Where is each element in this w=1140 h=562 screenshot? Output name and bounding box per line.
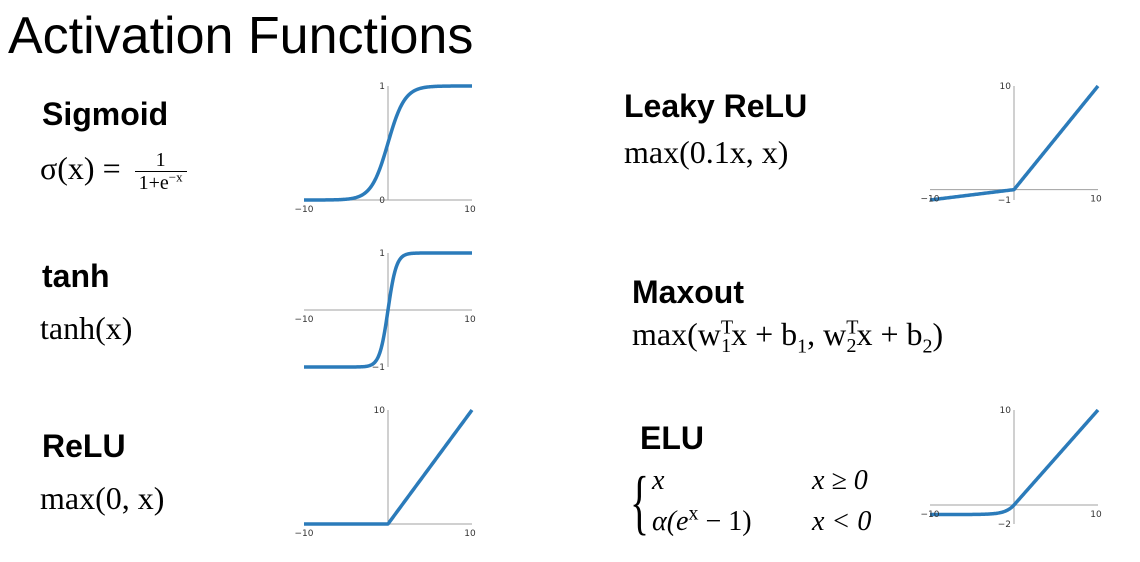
leaky-relu-ytick-min: −1: [998, 196, 1011, 206]
sigmoid-formula: σ(x) = 1 1+e−x: [40, 148, 187, 194]
sigmoid-name: Sigmoid: [42, 96, 169, 132]
relu-plot: −10 10 10: [292, 402, 482, 542]
elu-plot: −10 10 10 −2: [918, 402, 1108, 542]
elu-svg: −10 10 10 −2: [921, 406, 1102, 530]
elu-case1-cond: x ≥ 0: [812, 465, 868, 496]
elu-piecewise: { x x ≥ 0 α(ex − 1) x < 0: [630, 462, 871, 542]
sigmoid-xtick-min: −10: [295, 205, 314, 215]
relu-xtick-min: −10: [295, 529, 314, 539]
leaky-relu-formula: max(0.1x, x): [624, 134, 789, 170]
elu-case2-base: α(e: [652, 506, 689, 537]
sigmoid-ytick-max: 1: [379, 82, 385, 92]
sigmoid-frac-numerator: 1: [134, 149, 187, 173]
maxout-part-xb1: x + b: [731, 316, 798, 352]
sigmoid-formula-lhs: σ(x) =: [40, 150, 121, 186]
relu-name: ReLU: [42, 428, 126, 464]
maxout-sup-t1: T: [720, 316, 734, 339]
elu-ytick-max: 10: [1000, 406, 1012, 416]
elu-case2-cond: x < 0: [812, 506, 872, 537]
maxout-sub-1: 1: [721, 335, 732, 358]
elu-name: ELU: [640, 420, 704, 456]
tanh-curve: [303, 251, 473, 369]
elu-curve: [929, 408, 1100, 517]
maxout-sub-2: 2: [846, 335, 857, 358]
sigmoid-curve: [303, 84, 473, 202]
elu-case2-expr: α(ex − 1): [652, 503, 812, 542]
sigmoid-frac-den-exp: −x: [168, 169, 183, 185]
maxout-part-close: ): [932, 316, 944, 352]
maxout-sub-b1: 1: [797, 335, 808, 358]
tanh-ytick-max: 1: [379, 249, 385, 259]
sigmoid-ytick-min: 0: [379, 196, 385, 206]
maxout-part-w2: , w: [807, 316, 847, 352]
elu-brace: {: [630, 462, 650, 542]
sigmoid-frac-denominator: 1+e−x: [135, 169, 187, 195]
elu-case2-tail: − 1): [698, 506, 752, 537]
leaky-relu-ytick-max: 10: [1000, 82, 1012, 92]
maxout-sub-b2: 2: [922, 335, 933, 358]
sigmoid-xtick-max: 10: [464, 205, 476, 215]
maxout-sup-t2: T: [846, 316, 859, 339]
relu-svg: −10 10 10: [295, 406, 476, 539]
elu-case1-expr: x: [652, 465, 665, 496]
maxout-part-xb2: x + b: [856, 316, 923, 352]
elu-cases: x x ≥ 0 α(ex − 1) x < 0: [652, 462, 871, 542]
leaky-relu-xtick-max: 10: [1090, 195, 1102, 205]
leaky-relu-svg: −10 10 10 −1: [921, 82, 1102, 206]
elu-xtick-max: 10: [1090, 510, 1102, 520]
sigmoid-frac-den-base: 1+e: [138, 172, 169, 195]
tanh-xtick-max: 10: [464, 315, 476, 325]
leaky-relu-curve: [929, 84, 1100, 202]
elu-ytick-min: −2: [998, 520, 1011, 530]
elu-xtick-min: −10: [921, 510, 940, 520]
leaky-relu-plot: −10 10 10 −1: [918, 78, 1108, 218]
tanh-xtick-min: −10: [295, 315, 314, 325]
maxout-formula: max(wT1x + b1, wT2x + b2): [632, 314, 944, 358]
relu-ytick-max: 10: [374, 406, 386, 416]
leaky-relu-xtick-min: −10: [921, 195, 940, 205]
relu-xtick-max: 10: [464, 529, 476, 539]
leaky-relu-name: Leaky ReLU: [624, 88, 808, 124]
relu-curve: [303, 408, 474, 526]
tanh-svg: −10 10 1 −1: [295, 249, 476, 373]
elu-case2-exp: x: [688, 502, 699, 525]
tanh-name: tanh: [42, 258, 110, 294]
maxout-name: Maxout: [632, 274, 744, 310]
maxout-part-max: max(w: [632, 316, 721, 352]
page-title: Activation Functions: [8, 7, 474, 65]
tanh-plot: −10 10 1 −1: [292, 245, 482, 385]
relu-formula: max(0, x): [40, 480, 165, 516]
tanh-ytick-min: −1: [372, 363, 385, 373]
tanh-formula: tanh(x): [40, 310, 133, 346]
sigmoid-fraction: 1 1+e−x: [134, 149, 187, 195]
